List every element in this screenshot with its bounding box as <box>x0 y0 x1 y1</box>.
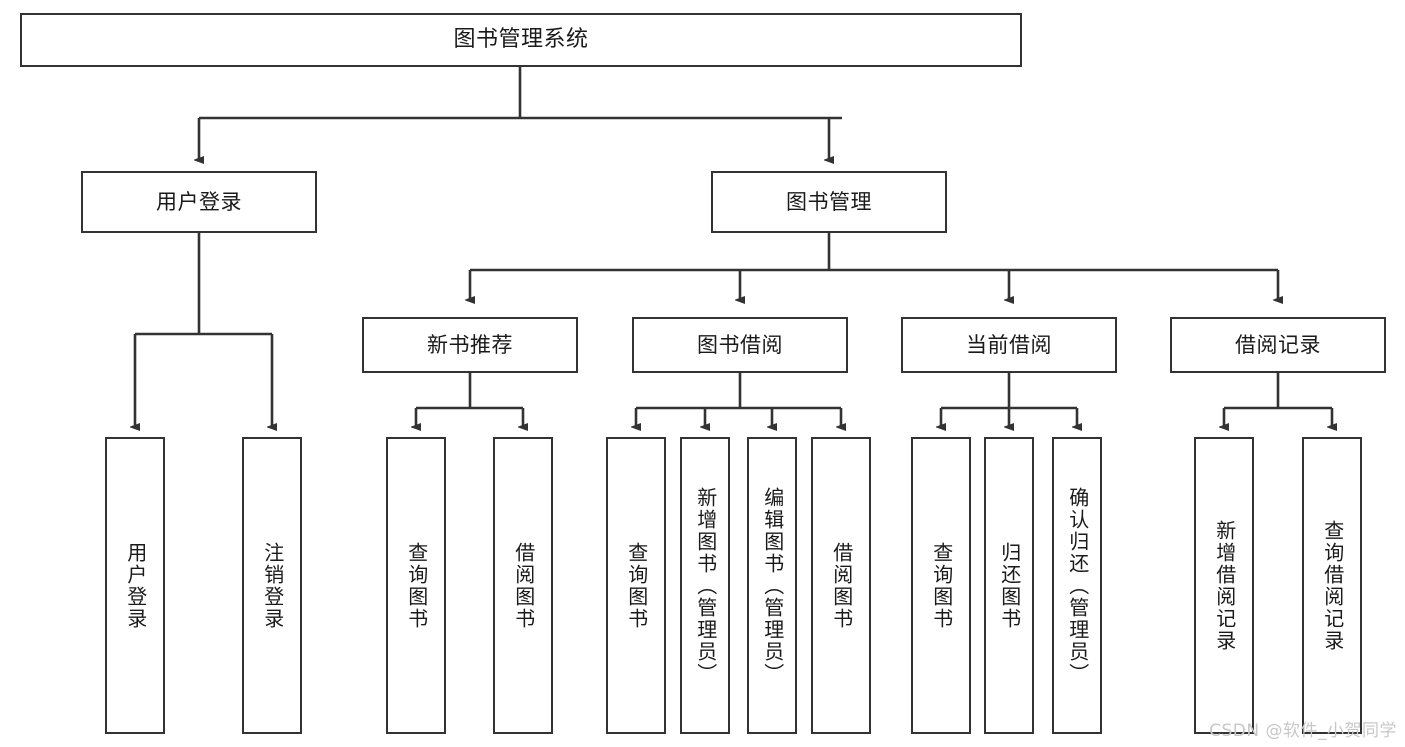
node-user-login-label: 用户登录 <box>156 189 242 214</box>
leaf-nb-query-book-label: 查询图书 <box>404 541 429 630</box>
node-book-manage-label: 图书管理 <box>786 189 872 214</box>
leaf-logout[interactable]: 注销登录 <box>242 437 302 734</box>
leaf-nb-query-book[interactable]: 查询图书 <box>386 437 446 734</box>
node-current-borrow[interactable]: 当前借阅 <box>901 317 1117 373</box>
leaf-bb-borrow-book-label: 借阅图书 <box>829 541 854 630</box>
leaf-cb-return-book[interactable]: 归还图书 <box>984 437 1034 734</box>
leaf-bb-query-book[interactable]: 查询图书 <box>606 437 666 734</box>
leaf-user-login[interactable]: 用户登录 <box>105 437 165 734</box>
leaf-cb-query-book[interactable]: 查询图书 <box>911 437 971 734</box>
leaf-bb-add-book-admin[interactable]: 新增图书（管理员） <box>680 437 730 734</box>
node-root-system[interactable]: 图书管理系统 <box>20 13 1022 67</box>
leaf-bb-borrow-book[interactable]: 借阅图书 <box>811 437 871 734</box>
node-user-login[interactable]: 用户登录 <box>81 171 317 233</box>
node-book-borrow-label: 图书借阅 <box>697 332 783 357</box>
node-new-book-recommend-label: 新书推荐 <box>427 332 513 357</box>
leaf-logout-label: 注销登录 <box>260 541 285 630</box>
leaf-user-login-label: 用户登录 <box>123 541 148 630</box>
leaf-nb-borrow-book[interactable]: 借阅图书 <box>493 437 553 734</box>
node-book-borrow[interactable]: 图书借阅 <box>632 317 848 373</box>
leaf-bb-edit-book-admin-label: 编辑图书（管理员） <box>760 486 785 685</box>
node-borrow-record-label: 借阅记录 <box>1235 332 1321 357</box>
leaf-cb-confirm-return-admin[interactable]: 确认归还（管理员） <box>1052 437 1102 734</box>
leaf-cb-return-book-label: 归还图书 <box>997 541 1022 630</box>
leaf-br-add-record[interactable]: 新增借阅记录 <box>1194 437 1254 734</box>
leaf-br-query-record[interactable]: 查询借阅记录 <box>1302 437 1362 734</box>
leaf-bb-edit-book-admin[interactable]: 编辑图书（管理员） <box>747 437 797 734</box>
leaf-cb-query-book-label: 查询图书 <box>929 541 954 630</box>
leaf-cb-confirm-return-admin-label: 确认归还（管理员） <box>1065 486 1090 685</box>
leaf-br-query-record-label: 查询借阅记录 <box>1320 519 1345 652</box>
node-book-manage[interactable]: 图书管理 <box>711 171 947 233</box>
node-new-book-recommend[interactable]: 新书推荐 <box>362 317 578 373</box>
node-borrow-record[interactable]: 借阅记录 <box>1170 317 1386 373</box>
leaf-nb-borrow-book-label: 借阅图书 <box>511 541 536 630</box>
node-current-borrow-label: 当前借阅 <box>966 332 1052 357</box>
leaf-bb-query-book-label: 查询图书 <box>624 541 649 630</box>
leaf-br-add-record-label: 新增借阅记录 <box>1212 519 1237 652</box>
node-root-system-label: 图书管理系统 <box>453 27 589 53</box>
leaf-bb-add-book-admin-label: 新增图书（管理员） <box>693 486 718 685</box>
